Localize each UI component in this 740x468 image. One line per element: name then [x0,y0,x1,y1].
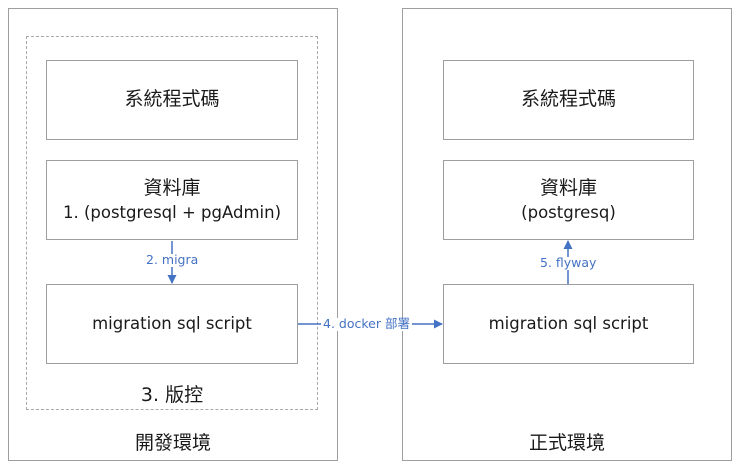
dev-environment-label: 開發環境 [134,432,211,454]
dev-database-subtitle: 1. (postgresql + pgAdmin) [62,202,282,222]
prod-database-box: 資料庫 (postgresq) [443,160,694,240]
dev-migration-script-box: migration sql script [46,284,298,364]
prod-database-subtitle: (postgresq) [521,202,616,222]
docker-deploy-edge-label: 4. docker 部署 [321,316,412,331]
dev-source-code-label: 系統程式碼 [124,88,220,111]
prod-environment-label: 正式環境 [528,432,605,454]
prod-source-code-box: 系統程式碼 [443,60,694,140]
dev-source-code-box: 系統程式碼 [46,60,298,140]
prod-environment-frame [402,8,732,461]
dev-database-box: 資料庫 1. (postgresql + pgAdmin) [46,160,298,240]
prod-source-code-label: 系統程式碼 [520,88,616,111]
dev-database-title: 資料庫 [143,177,201,200]
version-control-boundary [26,36,318,410]
version-control-label: 3. 版控 [140,384,204,406]
prod-migration-script-box: migration sql script [443,284,694,364]
prod-migration-script-label: migration sql script [488,313,649,333]
dev-migration-script-label: migration sql script [92,313,252,333]
dev-environment-frame [8,8,338,461]
migra-edge-label: 2. migra [144,252,201,267]
prod-database-title: 資料庫 [539,177,597,200]
flyway-edge-label: 5. flyway [538,255,599,270]
